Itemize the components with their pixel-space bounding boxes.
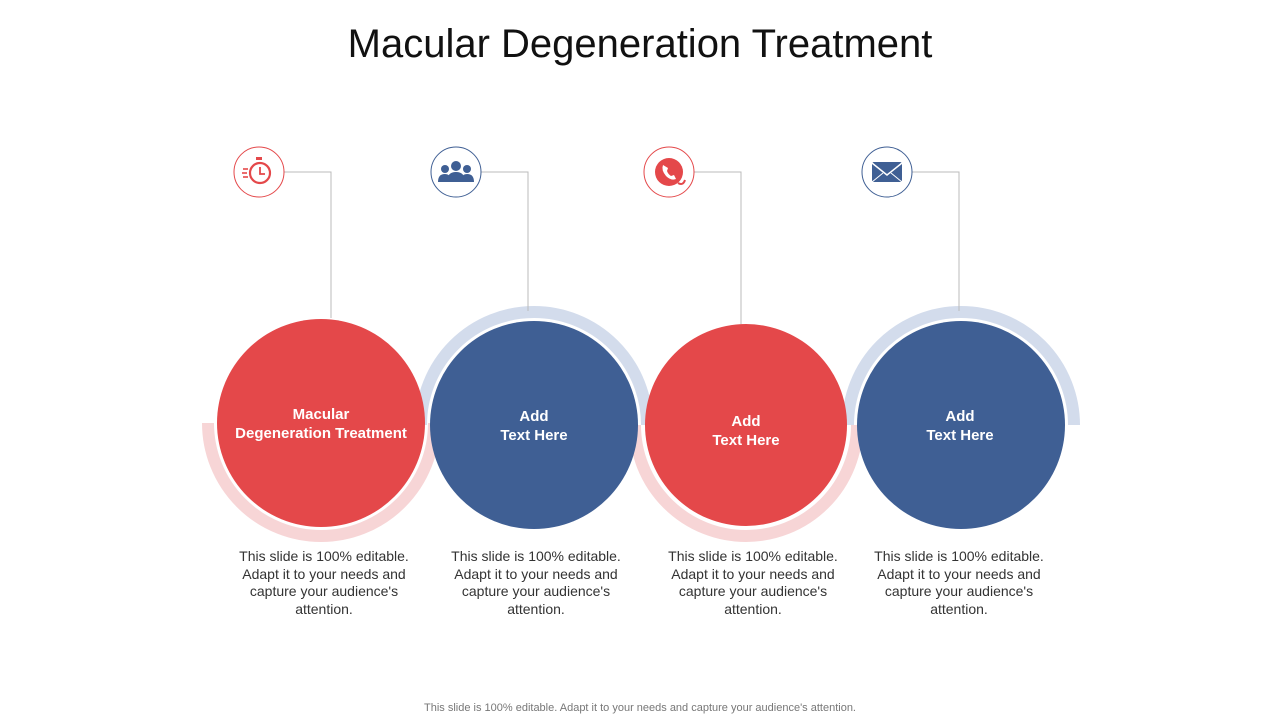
user-body bbox=[447, 172, 465, 182]
step-4-ring bbox=[842, 306, 1080, 426]
step-3-description: This slide is 100% editable. Adapt it to… bbox=[668, 548, 838, 617]
footer-note: This slide is 100% editable. Adapt it to… bbox=[424, 702, 856, 714]
step-2-label: Add Text Here bbox=[500, 408, 568, 444]
user-head bbox=[451, 161, 461, 171]
step-3-circle bbox=[645, 324, 847, 526]
users-icon bbox=[430, 146, 482, 198]
user-head bbox=[463, 165, 471, 173]
step-4-description: This slide is 100% editable. Adapt it to… bbox=[874, 548, 1044, 617]
envelope-fold bbox=[871, 172, 884, 183]
stopwatch-icon bbox=[233, 146, 285, 198]
envelope-flap bbox=[871, 162, 903, 176]
phone-icon bbox=[643, 146, 695, 198]
step-1-connector bbox=[284, 171, 332, 318]
user-head bbox=[441, 165, 449, 173]
step-2-connector bbox=[481, 171, 529, 311]
step-3-label: Add Text Here bbox=[712, 413, 780, 449]
circle-layer bbox=[217, 319, 1065, 529]
envelope-fold bbox=[890, 172, 903, 183]
step-1-label: Macular Degeneration Treatment bbox=[235, 406, 407, 442]
connector-layer bbox=[284, 171, 960, 324]
stopwatch-hands bbox=[259, 167, 265, 175]
step-1-ring bbox=[202, 422, 440, 542]
phone-handset bbox=[662, 165, 676, 180]
ring-layer bbox=[202, 306, 1080, 542]
user-body bbox=[438, 174, 450, 182]
step-4-connector bbox=[912, 171, 960, 311]
icon-badge-outline bbox=[233, 146, 285, 198]
step-4-label: Add Text Here bbox=[926, 408, 994, 444]
envelope-body bbox=[872, 162, 902, 182]
envelope-icon bbox=[861, 146, 913, 198]
step-2-circle bbox=[430, 321, 638, 529]
step-2-ring bbox=[415, 306, 653, 426]
slide-title: Macular Degeneration Treatment bbox=[347, 22, 933, 66]
step-1-description: This slide is 100% editable. Adapt it to… bbox=[239, 548, 409, 617]
icon-layer bbox=[233, 146, 913, 198]
user-body bbox=[462, 174, 474, 182]
step-3-connector bbox=[694, 171, 742, 324]
stopwatch-crown bbox=[256, 157, 262, 160]
step-3-ring bbox=[629, 424, 863, 542]
step-2-description: This slide is 100% editable. Adapt it to… bbox=[451, 548, 621, 617]
step-1-circle bbox=[217, 319, 425, 527]
stopwatch-face bbox=[248, 161, 272, 185]
phone-ring-wave bbox=[677, 179, 686, 185]
step-4-circle bbox=[857, 321, 1065, 529]
phone-disc bbox=[655, 158, 683, 186]
